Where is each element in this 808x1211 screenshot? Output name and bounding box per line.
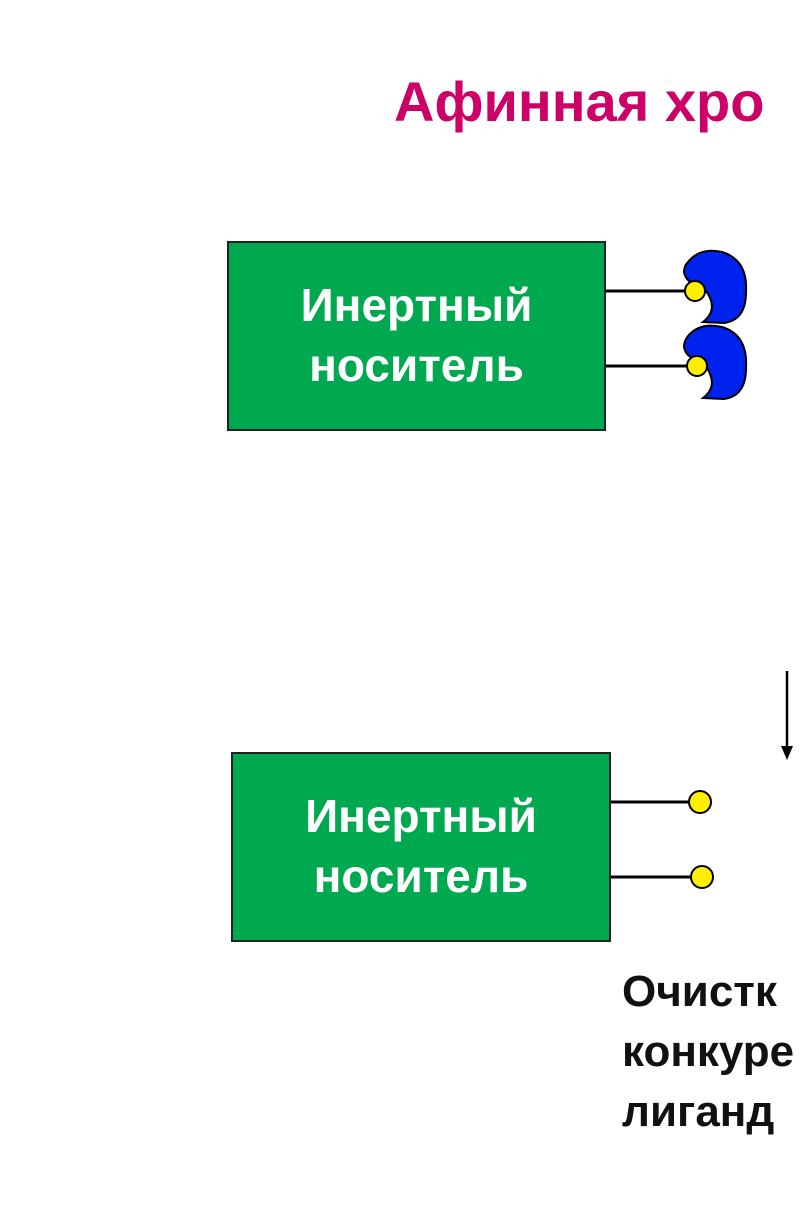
inert-carrier-bottom: Инертный носитель [231, 752, 611, 942]
ligand-circle-icon [684, 280, 706, 302]
carrier-bottom-line1: Инертный [305, 790, 537, 843]
slide-title: Афинная хро [394, 70, 765, 133]
protein-shape-icon [682, 249, 748, 325]
arrow-down-head [781, 746, 793, 760]
caption-text: Очистк конкуре лиганд [622, 962, 794, 1141]
inert-carrier-top: Инертный носитель [227, 241, 606, 431]
ligand-circle-icon [688, 790, 712, 814]
carrier-bottom-line2: носитель [313, 850, 529, 902]
caption-line2: конкуре [622, 1026, 795, 1076]
protein-shape-icon [682, 324, 748, 401]
caption-line1: Очистк [622, 967, 777, 1016]
ligand-circle-icon [686, 355, 708, 377]
carrier-top-line1: Инертный [300, 279, 533, 332]
carrier-top-line2: носитель [309, 339, 524, 391]
ligand-circle-icon [690, 865, 714, 889]
caption-line3: лиганд [622, 1086, 775, 1136]
